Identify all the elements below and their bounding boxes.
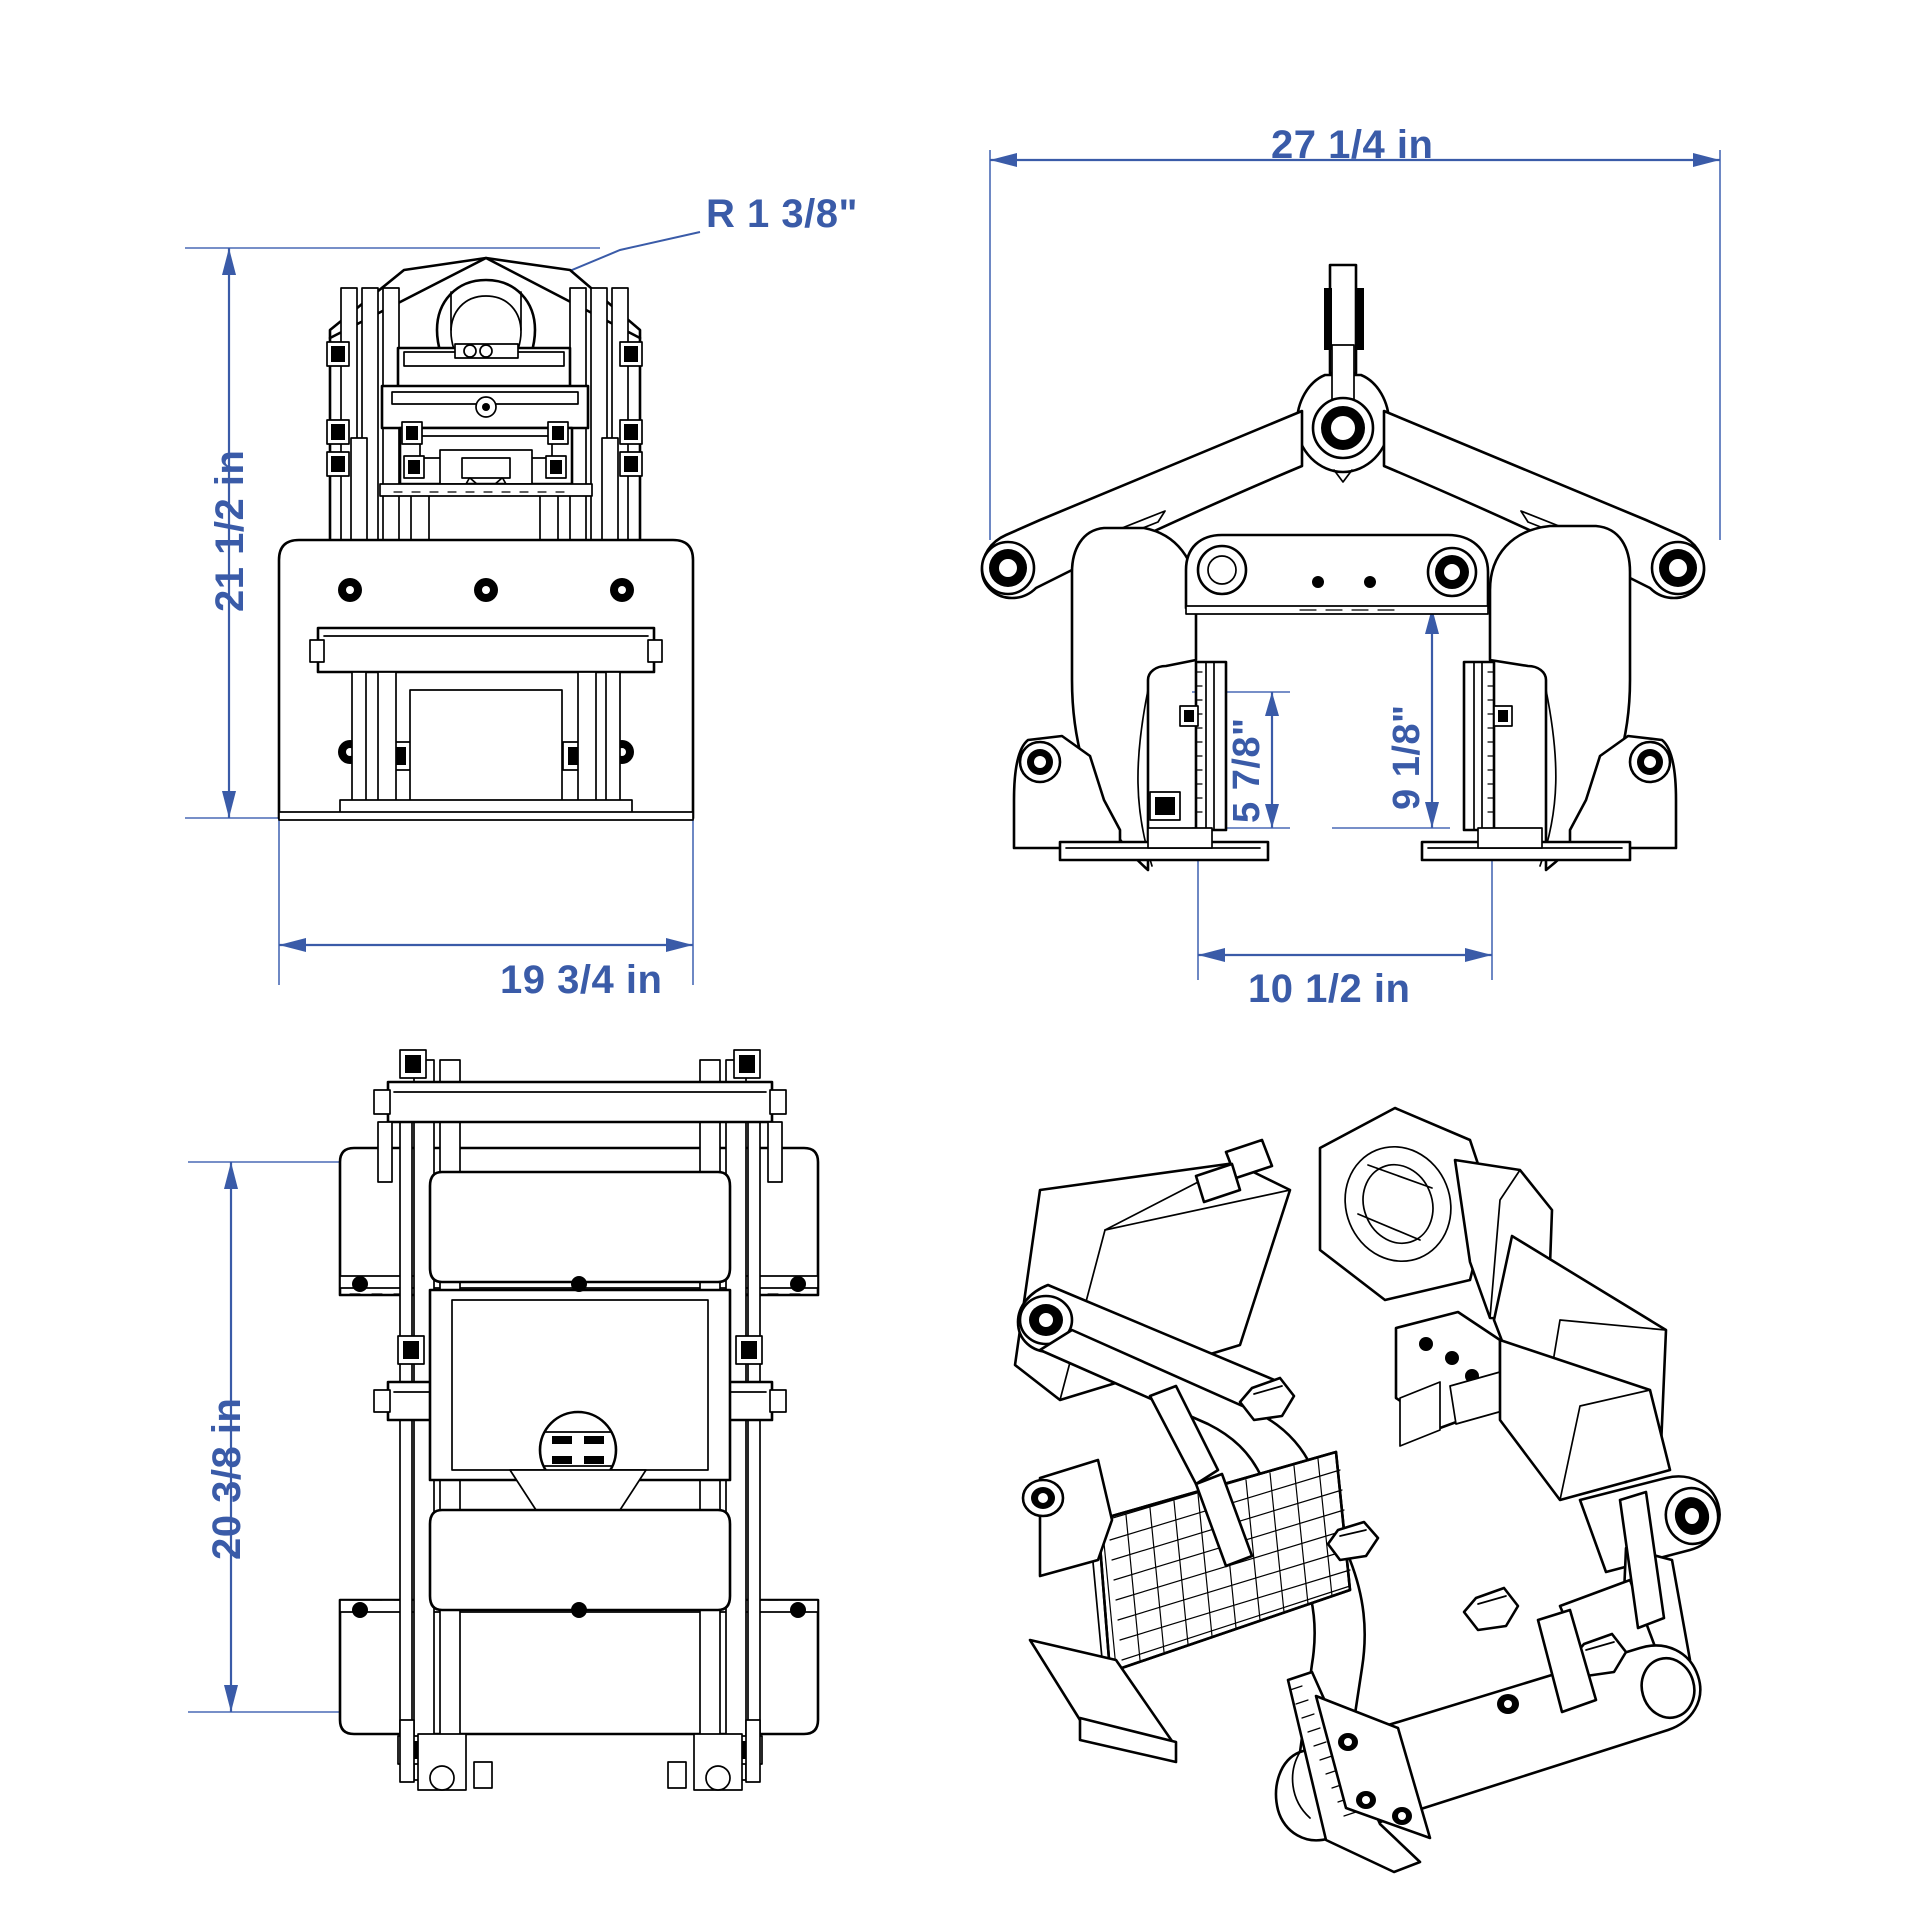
front-view-geometry (185, 231, 701, 985)
dimension-side-width (989, 150, 1721, 540)
dimension-jaw-opening (1197, 690, 1493, 980)
dimension-front-width (278, 818, 694, 985)
dimension-pad-height (1192, 691, 1290, 829)
front-view-bolts (326, 341, 643, 479)
dimension-jaw-depth (1332, 607, 1450, 829)
dimension-label-radius: R 1 3/8" (706, 192, 858, 236)
isometric-view-geometry (1013, 1106, 1721, 1874)
dimension-label-jaw-opening: 10 1/2 in (1248, 967, 1411, 1011)
side-view-geometry (980, 150, 1721, 980)
top-view-geometry (188, 1049, 820, 1791)
dimension-label-front-width: 19 3/4 in (500, 958, 663, 1002)
